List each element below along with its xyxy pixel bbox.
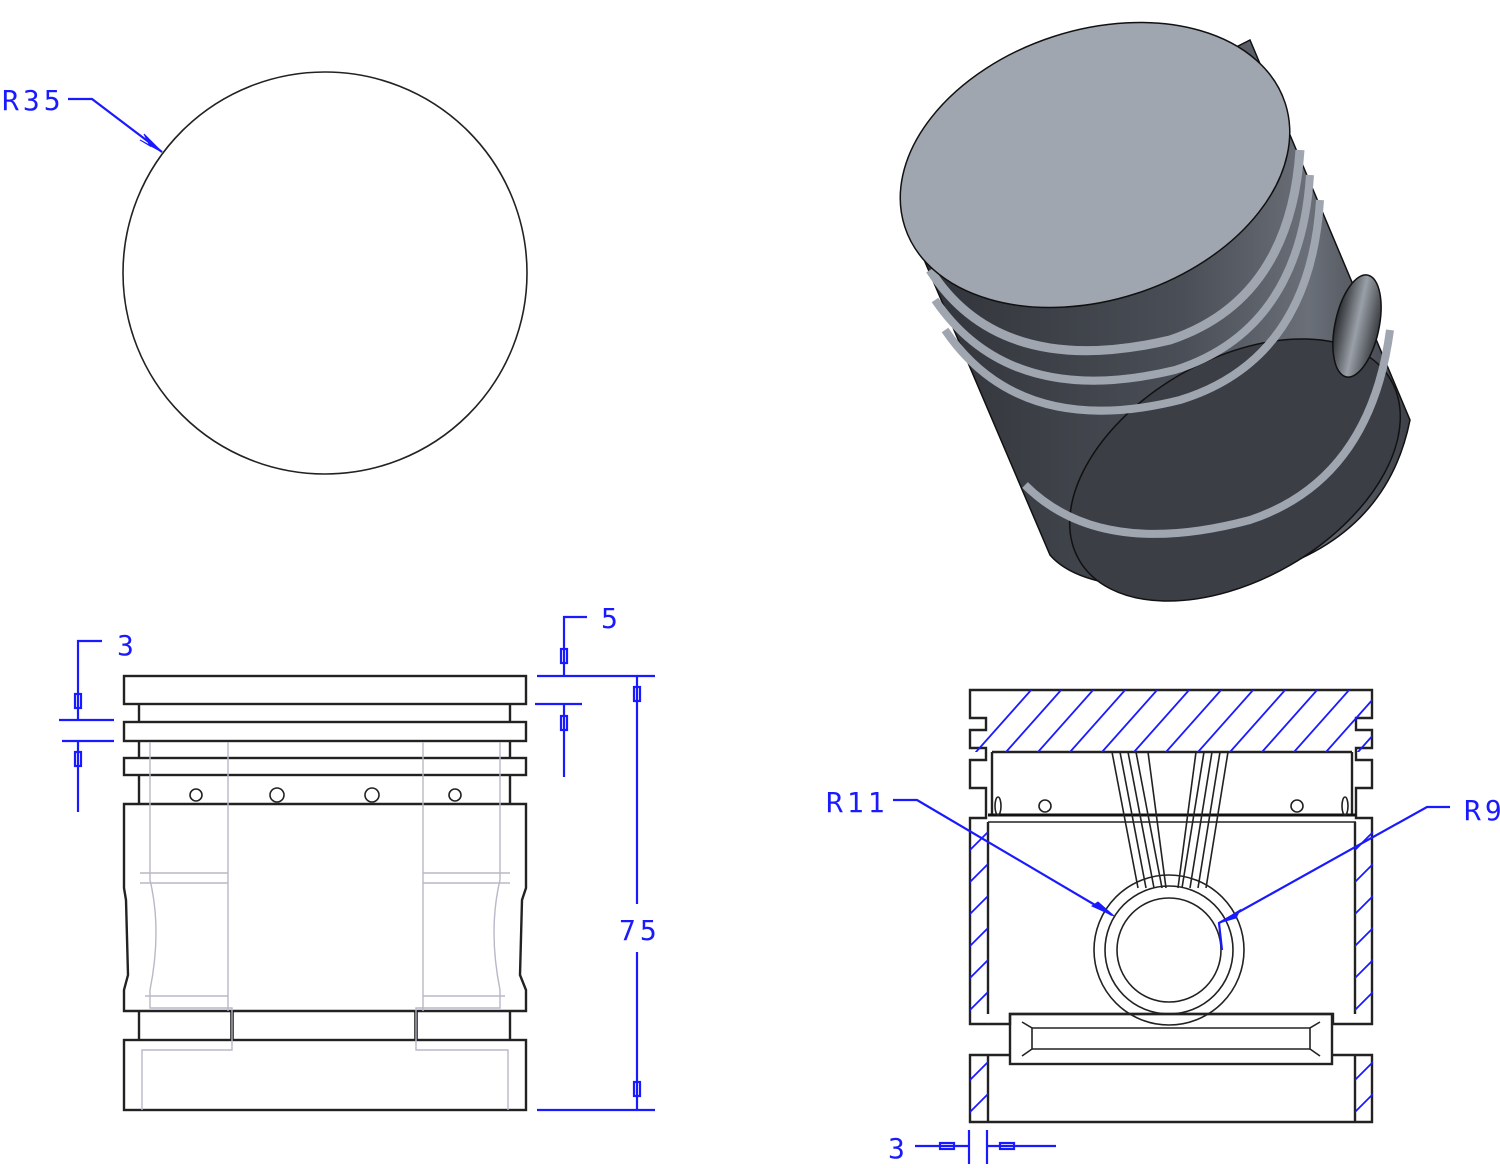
skirt-bottom xyxy=(968,1053,1374,1124)
pin-boss-middle xyxy=(1104,885,1234,1015)
dimension-arrow-icon xyxy=(73,692,83,710)
dimension-3-wall-thickness: 3 xyxy=(888,1130,1056,1165)
dimension-arrow-icon xyxy=(998,1141,1016,1151)
dimension-arrow-icon xyxy=(73,750,83,768)
skirt-slot-boss xyxy=(1008,1012,1334,1066)
oil-hole xyxy=(448,788,462,802)
pin-hole xyxy=(1332,274,1382,378)
isometric-view xyxy=(899,21,1411,602)
dimension-arrow-icon xyxy=(1090,901,1115,917)
dimension-arrow-icon xyxy=(559,714,569,732)
dimension-arrow-icon xyxy=(1218,908,1242,924)
dim-wall-3-label: 3 xyxy=(888,1132,909,1165)
left-skirt-hatching xyxy=(970,1060,988,1114)
left-wall-hatching xyxy=(970,830,988,1024)
pin-boss-struts xyxy=(1111,751,1229,889)
third-land xyxy=(122,756,528,777)
section-view: R11 R9 3 xyxy=(826,688,1500,1165)
dimension-3-ring-land: 3 xyxy=(59,629,138,812)
right-wall-hatching xyxy=(1355,830,1373,1012)
pin-boss-outer xyxy=(1093,874,1245,1026)
dimension-75-overall-height: 75 xyxy=(537,676,661,1112)
crown-hatching xyxy=(974,690,1372,752)
dim-3-label: 3 xyxy=(117,629,138,662)
piston-skirt-lower xyxy=(122,1038,528,1112)
piston-skirt-upper xyxy=(122,802,528,1013)
radius-dimension-r11: R11 xyxy=(826,786,1115,917)
right-skirt-hatching xyxy=(1355,1060,1373,1114)
radius-dimension-r35: R35 xyxy=(2,84,163,153)
section-outline xyxy=(968,688,1374,1026)
dimension-arrow-icon xyxy=(559,647,569,665)
top-view: R35 xyxy=(2,71,528,475)
radius-dimension-r9: R9 xyxy=(1217,794,1500,951)
r9-label: R9 xyxy=(1464,794,1500,827)
front-view: 3 5 75 xyxy=(59,602,661,1112)
top-land xyxy=(122,674,528,706)
hidden-lines xyxy=(140,742,510,1110)
second-land xyxy=(122,720,528,743)
dim-75-label: 75 xyxy=(619,914,661,947)
oil-hole xyxy=(269,787,285,803)
oil-hole xyxy=(189,788,203,802)
piston-crown-face xyxy=(899,21,1291,309)
piston-top-outline xyxy=(122,71,528,475)
dimension-arrow-icon xyxy=(139,133,163,153)
dimension-arrow-icon xyxy=(632,1080,642,1098)
dim-5-label: 5 xyxy=(601,602,622,635)
dimension-arrow-icon xyxy=(632,685,642,703)
oil-hole xyxy=(364,787,380,803)
r11-label: R11 xyxy=(826,786,889,819)
dimension-5-top-land: 5 xyxy=(535,602,655,777)
r35-label: R35 xyxy=(2,84,65,117)
dimension-arrow-icon xyxy=(938,1141,956,1151)
pin-bore xyxy=(1116,897,1222,1003)
